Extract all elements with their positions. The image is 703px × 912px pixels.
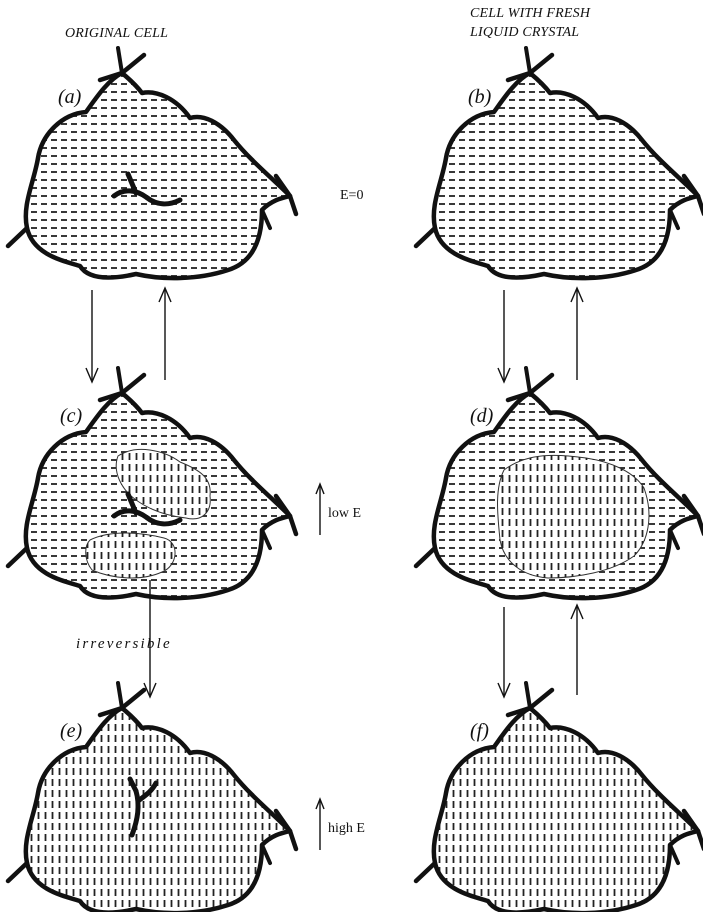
panel-f-cell <box>416 683 703 912</box>
panel-c-cell <box>8 368 296 598</box>
field-label-high: high E <box>328 821 365 836</box>
panel-label-a: (a) <box>58 86 82 108</box>
transition-arrows <box>85 286 584 850</box>
header-fresh-cell-line1: CELL WITH FRESH <box>470 6 591 21</box>
panel-a-cell <box>8 48 296 278</box>
panel-label-d: (d) <box>470 405 494 427</box>
panel-label-b: (b) <box>468 86 492 108</box>
panel-label-e: (e) <box>60 720 83 742</box>
field-label-low: low E <box>328 506 362 521</box>
field-label-zero: E=0 <box>340 188 364 203</box>
panel-b-cell <box>416 48 703 278</box>
panel-label-f: (f) <box>470 720 489 742</box>
panel-d-cell <box>416 368 703 598</box>
header-fresh-cell-line2: LIQUID CRYSTAL <box>470 25 580 40</box>
panel-label-c: (c) <box>60 405 83 427</box>
header-original-cell: ORIGINAL CELL <box>65 26 169 41</box>
panel-e-cell <box>8 683 296 912</box>
irreversible-label: irreversible <box>76 636 172 652</box>
